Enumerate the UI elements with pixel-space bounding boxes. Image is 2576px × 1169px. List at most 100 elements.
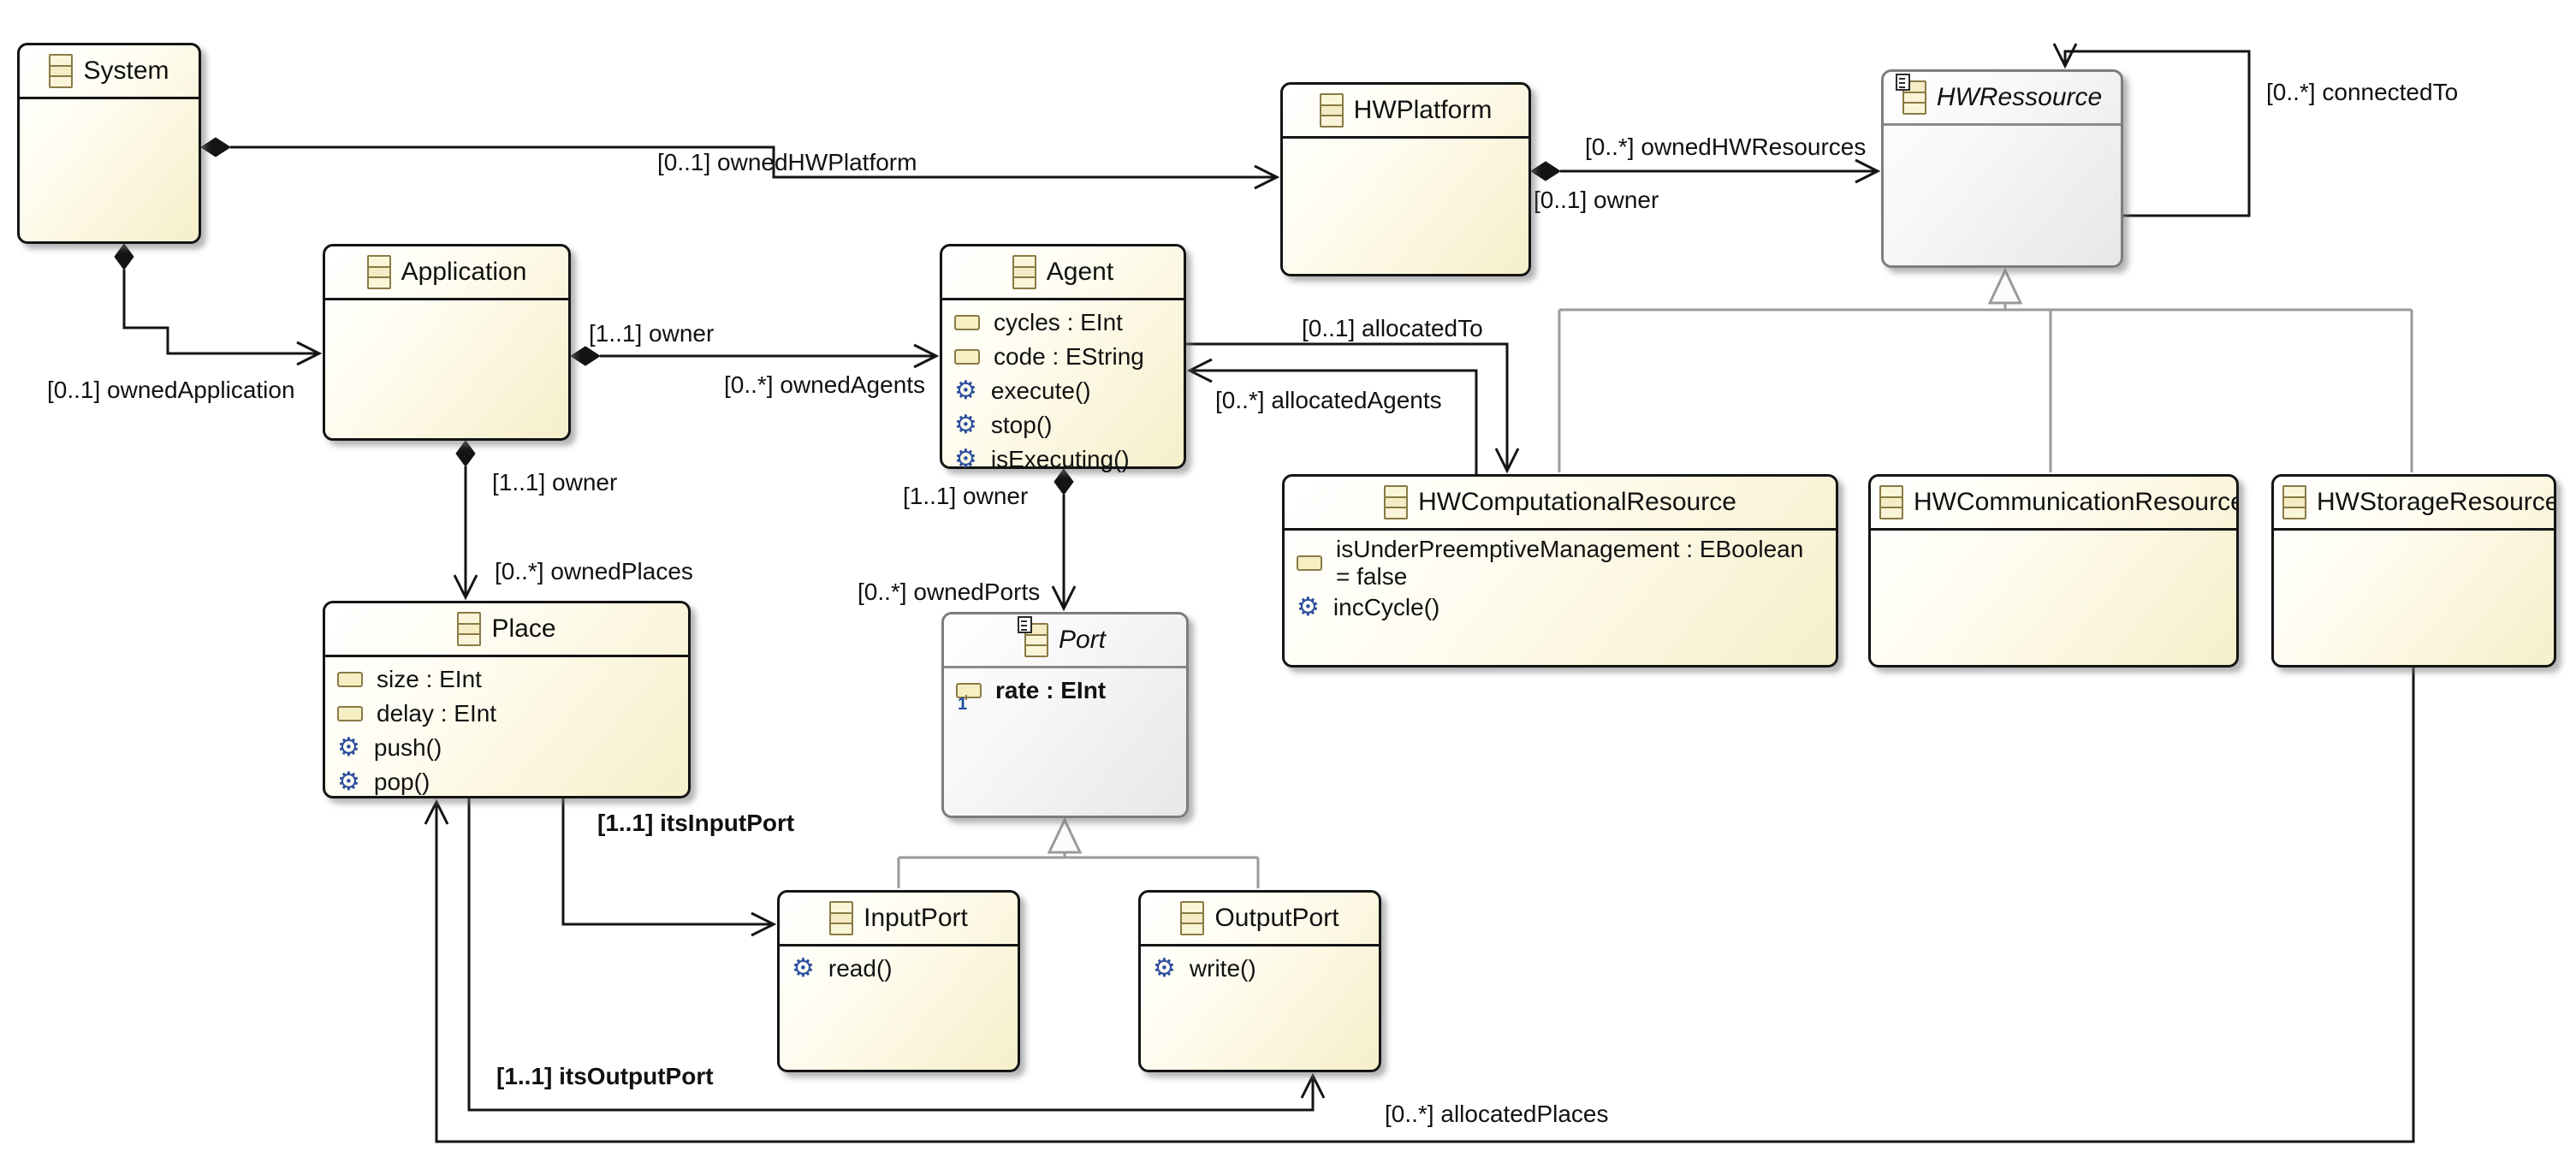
operation-text: pop() — [373, 768, 430, 795]
attribute-icon — [954, 349, 980, 365]
composition-diamond-icon — [114, 243, 134, 270]
generalization-triangle-icon — [1047, 816, 1083, 854]
attribute-text: delay : EInt — [377, 699, 497, 727]
arrowhead-icon — [2052, 43, 2078, 69]
class-icon — [829, 901, 854, 935]
class-icon — [1012, 255, 1036, 289]
edge-label-itsinputport[interactable]: [1..1] itsInputPort — [597, 810, 795, 836]
edge-label-ownedhwresources[interactable]: [0..*] ownedHWResources — [1585, 134, 1867, 160]
class-agent-header: Agent — [942, 246, 1184, 300]
operation-row[interactable]: ⚙isExecuting() — [942, 442, 1184, 477]
abstract-class-icon — [1895, 74, 1926, 115]
class-system[interactable]: System — [17, 43, 201, 244]
attribute-row[interactable]: size : EInt — [325, 662, 688, 697]
operation-text: read() — [828, 954, 893, 982]
operation-row[interactable]: ⚙execute() — [942, 374, 1184, 408]
class-name: InputPort — [864, 904, 968, 932]
class-icon — [1180, 901, 1205, 935]
arrowhead-icon — [424, 798, 449, 825]
operation-row[interactable]: ⚙pop() — [325, 765, 688, 799]
edge-label-itsoutputport[interactable]: [1..1] itsOutputPort — [496, 1063, 714, 1089]
operation-row[interactable]: ⚙stop() — [942, 408, 1184, 442]
class-name: System — [83, 56, 169, 85]
operation-row[interactable]: ⚙write() — [1141, 952, 1379, 986]
class-inputport[interactable]: InputPort ⚙ read() — [777, 890, 1020, 1072]
edge-label-connectedto[interactable]: [0..*] connectedTo — [2266, 79, 2459, 105]
class-name: Place — [491, 614, 556, 643]
edge-label-ownedplaces[interactable]: [0..*] ownedPlaces — [495, 558, 693, 584]
edge-label-allocatedto[interactable]: [0..1] allocatedTo — [1302, 315, 1483, 341]
operation-text: isExecuting() — [990, 445, 1130, 472]
attribute-row[interactable]: isUnderPreemptiveManagement : EBoolean =… — [1285, 536, 1836, 590]
operation-text: incCycle() — [1333, 594, 1440, 621]
class-port[interactable]: Port rate : EInt — [941, 612, 1189, 818]
operation-gear-icon: ⚙ — [1297, 593, 1320, 622]
class-icon — [1879, 485, 1903, 519]
operation-gear-icon: ⚙ — [954, 377, 977, 405]
class-hwcomputationalresource[interactable]: HWComputationalResource isUnderPreemptiv… — [1282, 474, 1838, 668]
edge-label-ownedhwplatform[interactable]: [0..1] ownedHWPlatform — [657, 149, 917, 175]
composition-diamond-icon — [200, 137, 231, 157]
attribute-row[interactable]: delay : EInt — [325, 697, 688, 731]
class-application[interactable]: Application — [323, 244, 571, 441]
arrowhead-icon — [1300, 1072, 1326, 1099]
class-hwressource-header: HWRessource — [1884, 72, 2121, 126]
class-icon — [49, 54, 74, 88]
attribute-text: size : EInt — [377, 665, 482, 692]
edge-label-hw-owner[interactable]: [0..1] owner — [1534, 187, 1659, 213]
edge-allocatedagents[interactable] — [1186, 358, 1478, 474]
arrowhead-icon — [1051, 585, 1077, 612]
class-hwstorageresource[interactable]: HWStorageResource — [2271, 474, 2556, 668]
edge-generalization-port[interactable] — [897, 816, 1260, 888]
edge-label-allocatedagents[interactable]: [0..*] allocatedAgents — [1215, 387, 1442, 413]
edge-label-ownedports[interactable]: [0..*] ownedPorts — [858, 579, 1041, 605]
class-outputport[interactable]: OutputPort ⚙write() — [1138, 890, 1381, 1072]
edge-ownedplaces[interactable] — [453, 440, 478, 601]
edge-label-ownedapplication[interactable]: [0..1] ownedApplication — [47, 377, 295, 403]
edge-label-allocatedplaces[interactable]: [0..*] allocatedPlaces — [1385, 1101, 1609, 1127]
operation-text: stop() — [990, 411, 1053, 438]
arrowhead-icon — [751, 911, 777, 937]
edge-ownedagents[interactable] — [570, 343, 940, 369]
class-name: Port — [1058, 626, 1107, 654]
class-hwcommunicationresource[interactable]: HWCommunicationResource — [1868, 474, 2239, 668]
edge-label-ownedagents[interactable]: [0..*] ownedAgents — [724, 371, 926, 398]
class-agent[interactable]: Agent cycles : EInt code : EString ⚙exec… — [940, 244, 1186, 472]
attribute-row[interactable]: rate : EInt — [944, 674, 1186, 715]
class-name: HWCommunicationResource — [1914, 488, 2236, 516]
class-hwplatform[interactable]: HWPlatform — [1280, 82, 1531, 276]
edge-generalization-hwressource[interactable] — [1558, 267, 2413, 472]
class-icon — [457, 612, 482, 646]
class-inputport-header: InputPort — [780, 893, 1018, 946]
class-hwressource[interactable]: HWRessource — [1881, 69, 2123, 268]
arrowhead-icon — [1855, 158, 1881, 184]
operation-gear-icon: ⚙ — [792, 954, 815, 982]
class-hwplatform-header: HWPlatform — [1283, 85, 1528, 139]
edge-label-places-owner[interactable]: [1..1] owner — [492, 469, 618, 495]
class-icon — [1384, 485, 1409, 519]
composition-diamond-icon — [570, 346, 601, 366]
operation-row[interactable]: ⚙ incCycle() — [1285, 590, 1836, 625]
class-outputport-header: OutputPort — [1141, 893, 1379, 946]
attribute-text: rate : EInt — [995, 676, 1107, 703]
attribute-row[interactable]: code : EString — [942, 340, 1184, 374]
edge-label-agents-owner[interactable]: [1..1] owner — [589, 320, 715, 347]
edge-ownedhwresources[interactable] — [1530, 158, 1881, 184]
attribute-row[interactable]: cycles : EInt — [942, 306, 1184, 340]
edge-label-ports-owner[interactable]: [1..1] owner — [903, 483, 1029, 509]
class-system-header: System — [20, 45, 199, 99]
operation-text: write() — [1189, 954, 1256, 982]
operation-row[interactable]: ⚙ read() — [780, 952, 1018, 986]
attribute-text: code : EString — [994, 342, 1144, 370]
edge-ownedapplication[interactable] — [114, 243, 323, 366]
class-place[interactable]: Place size : EInt delay : EInt ⚙push() ⚙… — [323, 601, 691, 798]
class-name: Agent — [1046, 258, 1114, 286]
attribute-text: isUnderPreemptiveManagement : EBoolean =… — [1336, 536, 1804, 590]
edge-ownedports[interactable] — [1051, 468, 1077, 612]
operation-row[interactable]: ⚙push() — [325, 731, 688, 765]
arrowhead-icon — [1186, 358, 1213, 383]
class-icon — [1319, 93, 1344, 128]
arrowhead-icon — [296, 341, 323, 366]
edge-allocatedplaces[interactable] — [424, 668, 2415, 1143]
